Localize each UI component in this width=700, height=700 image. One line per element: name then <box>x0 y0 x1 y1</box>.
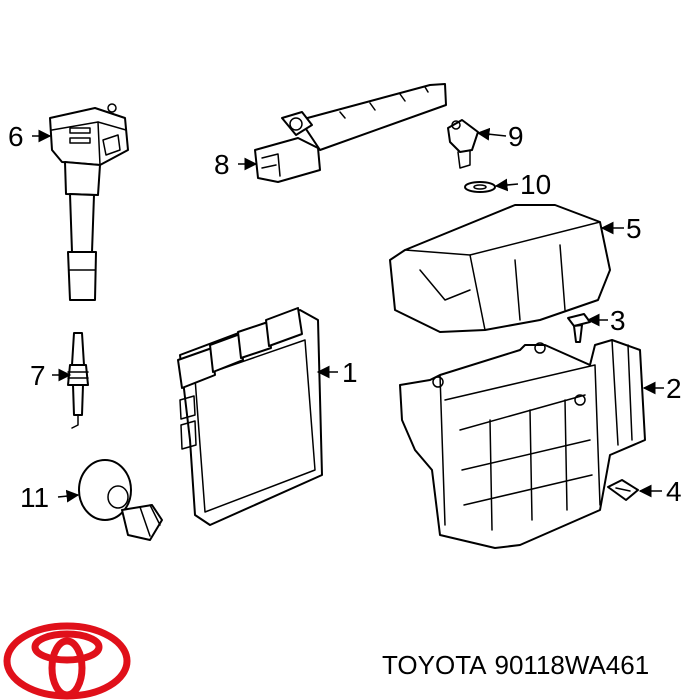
callout-9: 9 <box>508 121 524 152</box>
leader-10 <box>494 178 519 192</box>
callout-5: 5 <box>626 213 642 244</box>
part-number: 90118WA461 <box>494 650 650 680</box>
callout-11: 11 <box>20 482 49 513</box>
part-8-sensor-with-bracket <box>254 83 447 183</box>
part-3-bolt <box>567 313 591 343</box>
brand-name: TOYOTA <box>382 650 487 680</box>
part-2-relay-box-bracket <box>399 339 646 549</box>
part-6-ignition-coil <box>49 103 129 301</box>
callout-6: 6 <box>8 121 24 152</box>
part-10-o-ring <box>464 181 496 193</box>
part-9-sensor <box>447 119 479 169</box>
callout-3: 3 <box>610 305 626 336</box>
part-1-engine-control-unit <box>177 307 323 526</box>
callout-labels: 6 8 9 10 5 3 1 2 7 4 11 <box>8 121 682 513</box>
leader-9 <box>476 127 507 141</box>
part-5-ecu-cover <box>389 204 611 333</box>
callout-2: 2 <box>666 373 682 404</box>
callout-8: 8 <box>214 149 230 180</box>
toyota-logo-icon <box>3 622 131 700</box>
callout-10: 10 <box>520 169 551 200</box>
leader-arrows <box>32 127 664 503</box>
part-11-knock-sensor <box>78 459 163 541</box>
callout-7: 7 <box>30 360 46 391</box>
leader-11 <box>57 489 80 503</box>
callout-1: 1 <box>342 357 358 388</box>
part-7-spark-plug <box>67 332 89 429</box>
callout-4: 4 <box>666 476 682 507</box>
part-4-clip <box>607 479 639 501</box>
